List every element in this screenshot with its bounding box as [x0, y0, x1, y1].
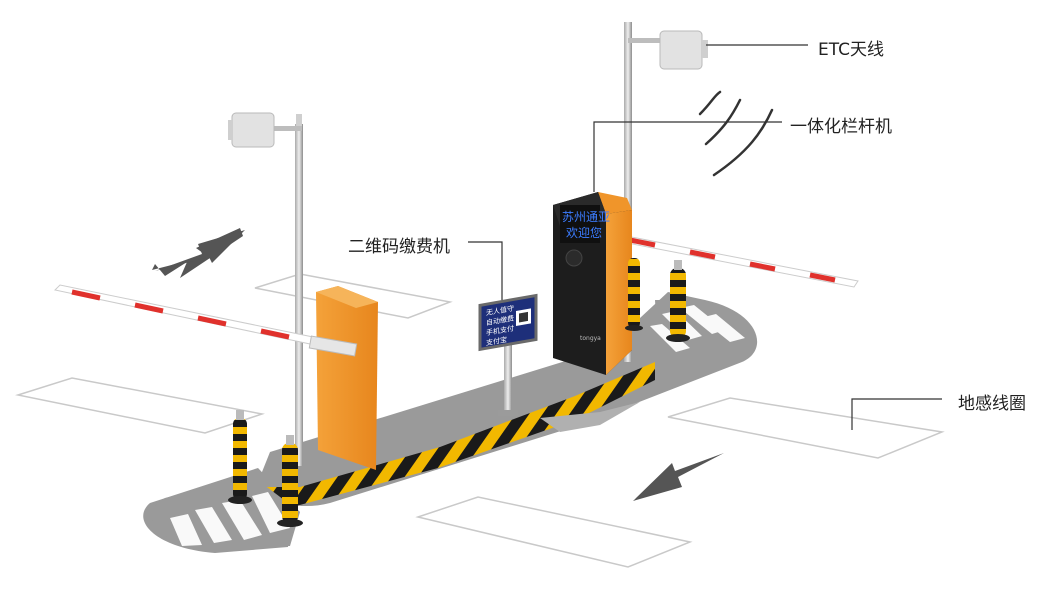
led-line1: 苏州通亚: [562, 210, 610, 224]
brand-mark: tongya: [580, 335, 601, 342]
barrier-callout-line: [593, 121, 782, 192]
led-display: [560, 205, 600, 243]
left-barrier-cabinet: [308, 286, 378, 470]
island-hazard-skirt: [262, 362, 655, 506]
left-arrow-icon: [155, 230, 245, 271]
qr-payment-kiosk: 无人值守 自动缴费 手机支付 支付宝: [478, 293, 538, 416]
left-etc-antenna: [231, 112, 275, 148]
bollards: [228, 258, 690, 527]
right-barrier-boom: [611, 233, 859, 288]
integrated-barrier-label: 一体化栏杆机: [790, 117, 892, 137]
island-step: [540, 402, 640, 432]
integrated-barrier-machine: 苏州通亚 欢迎您 tongya: [553, 192, 632, 375]
left-barrier-boom: [53, 284, 353, 353]
payment-line4: 支付宝: [486, 335, 507, 348]
bollard-3: [666, 260, 690, 342]
ground-loop-right: [667, 397, 945, 459]
bollard-4: [625, 258, 643, 331]
ground-loop-bottom: [415, 496, 693, 568]
qr-payment-label: 二维码缴费机: [348, 237, 450, 257]
callout-lines: [468, 44, 942, 430]
led-line2: 欢迎您: [566, 225, 602, 240]
etc-antenna-label: ETC天线: [818, 40, 884, 60]
right-arrow-icon: [633, 453, 724, 501]
bollard-2: [277, 435, 303, 527]
loop-callout-line: [851, 398, 942, 430]
right-etc-antenna: [659, 30, 703, 70]
signal-wave-icon: [698, 90, 774, 177]
bollard-1: [228, 410, 252, 504]
payment-screen: [478, 293, 538, 352]
ground-loop-label: 地感线圈: [958, 394, 1026, 414]
left-etc-pole: [228, 112, 303, 466]
right-etc-pole: [624, 22, 708, 362]
ground-loop-left: [15, 377, 265, 434]
qr-callout-line: [468, 241, 503, 300]
